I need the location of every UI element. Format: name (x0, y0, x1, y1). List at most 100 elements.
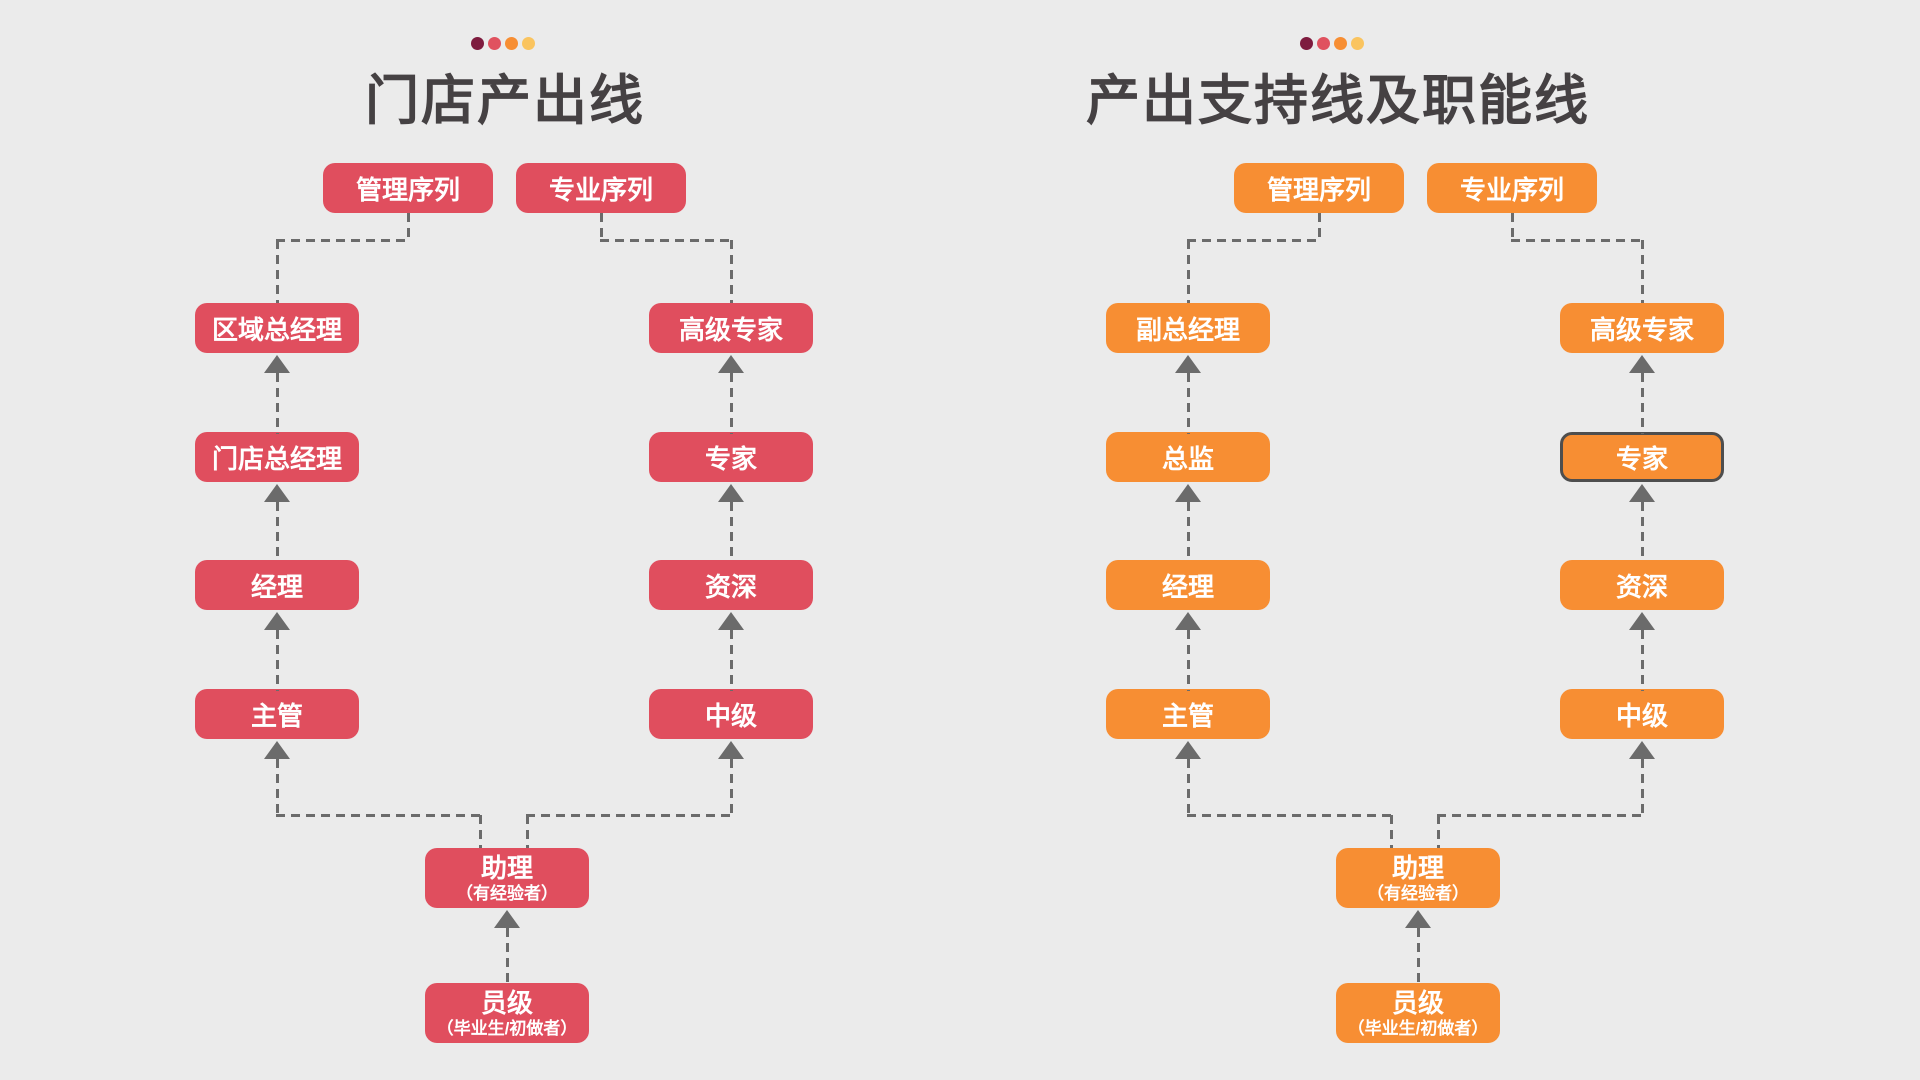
assistant-level-box-left-sublabel: （有经验者） (456, 883, 558, 903)
dashed-connector (1186, 373, 1190, 434)
dashed-connector (1510, 213, 1514, 242)
dashed-connector (1436, 815, 1440, 850)
arrow-up (718, 612, 744, 630)
professional-level-4-box-left: 中级 (649, 689, 813, 739)
management-level-2-box-left: 门店总经理 (195, 432, 359, 482)
dashed-connector (1640, 630, 1644, 691)
dashed-connector (1186, 813, 1393, 817)
assistant-level-box-left-label: 助理 (480, 852, 533, 883)
entry-level-box-right: 员级（毕业生/初做者） (1336, 983, 1500, 1043)
dashed-connector (1640, 373, 1644, 434)
dashed-connector (1640, 759, 1644, 817)
dot-4 (1351, 37, 1364, 50)
assistant-level-box-left: 助理（有经验者） (425, 848, 589, 908)
dot-1 (1300, 37, 1313, 50)
dashed-connector (275, 502, 279, 562)
dashed-connector (599, 213, 603, 242)
dashed-connector (1186, 238, 1321, 242)
dashed-connector (729, 240, 733, 305)
dashed-connector (1186, 759, 1190, 817)
dot-3 (505, 37, 518, 50)
dashed-connector (1186, 630, 1190, 691)
arrow-up (1175, 484, 1201, 502)
arrow-up (1175, 355, 1201, 373)
entry-level-box-left-label: 员级 (480, 987, 533, 1018)
dashed-connector (525, 813, 733, 817)
decor-dots (1300, 37, 1364, 50)
dashed-connector (729, 759, 733, 817)
entry-level-box-left: 员级（毕业生/初做者） (425, 983, 589, 1043)
professional-level-3-box-left: 资深 (649, 560, 813, 610)
header-box-management-sequence-left: 管理序列 (323, 163, 493, 213)
entry-level-box-left-sublabel: （毕业生/初做者） (436, 1018, 578, 1038)
dashed-connector (1640, 502, 1644, 562)
arrow-up (1175, 612, 1201, 630)
dot-2 (488, 37, 501, 50)
header-box-management-sequence-right: 管理序列 (1234, 163, 1404, 213)
management-level-2-box-right: 总监 (1106, 432, 1270, 482)
chart-title-right: 产出支持线及职能线 (1086, 71, 1590, 131)
dashed-connector (525, 815, 529, 850)
professional-level-4-box-right: 中级 (1560, 689, 1724, 739)
dashed-connector (406, 213, 410, 242)
management-level-3-box-right: 经理 (1106, 560, 1270, 610)
dashed-connector (1416, 928, 1420, 985)
management-level-1-box-right: 副总经理 (1106, 303, 1270, 353)
professional-level-1-box-left: 高级专家 (649, 303, 813, 353)
professional-level-2-box-left: 专家 (649, 432, 813, 482)
management-level-3-box-left: 经理 (195, 560, 359, 610)
dashed-connector (1436, 813, 1644, 817)
arrow-up (1629, 355, 1655, 373)
dot-3 (1334, 37, 1347, 50)
dashed-connector (1186, 502, 1190, 562)
assistant-level-box-right-label: 助理 (1391, 852, 1444, 883)
arrow-up (494, 910, 520, 928)
entry-level-box-right-sublabel: （毕业生/初做者） (1347, 1018, 1489, 1038)
dashed-connector (275, 373, 279, 434)
arrow-up (264, 484, 290, 502)
arrow-up (264, 741, 290, 759)
decor-dots (471, 37, 535, 50)
arrow-up (1629, 741, 1655, 759)
management-level-4-box-left: 主管 (195, 689, 359, 739)
dashed-connector (729, 373, 733, 434)
dot-1 (471, 37, 484, 50)
professional-level-1-box-right: 高级专家 (1560, 303, 1724, 353)
assistant-level-box-right: 助理（有经验者） (1336, 848, 1500, 908)
management-level-4-box-right: 主管 (1106, 689, 1270, 739)
dashed-connector (729, 502, 733, 562)
arrow-up (1629, 612, 1655, 630)
dashed-connector (1389, 815, 1393, 850)
arrow-up (718, 355, 744, 373)
professional-level-2-box-right: 专家 (1560, 432, 1724, 482)
dashed-connector (1317, 213, 1321, 242)
header-box-professional-sequence-left: 专业序列 (516, 163, 686, 213)
dashed-connector (275, 238, 410, 242)
dashed-connector (275, 630, 279, 691)
professional-level-3-box-right: 资深 (1560, 560, 1724, 610)
arrow-up (718, 484, 744, 502)
arrow-up (264, 355, 290, 373)
dashed-connector (275, 759, 279, 817)
arrow-up (1175, 741, 1201, 759)
dashed-connector (275, 240, 279, 305)
dashed-connector (729, 630, 733, 691)
chart-title-left: 门店产出线 (365, 71, 645, 131)
arrow-up (1629, 484, 1655, 502)
dashed-connector (1640, 240, 1644, 305)
dashed-connector (1510, 238, 1644, 242)
dot-4 (522, 37, 535, 50)
entry-level-box-right-label: 员级 (1391, 987, 1444, 1018)
management-level-1-box-left: 区域总经理 (195, 303, 359, 353)
dashed-connector (505, 928, 509, 985)
dashed-connector (599, 238, 733, 242)
dot-2 (1317, 37, 1330, 50)
dashed-connector (275, 813, 482, 817)
assistant-level-box-right-sublabel: （有经验者） (1367, 883, 1469, 903)
arrow-up (1405, 910, 1431, 928)
dashed-connector (1186, 240, 1190, 305)
arrow-up (264, 612, 290, 630)
arrow-up (718, 741, 744, 759)
header-box-professional-sequence-right: 专业序列 (1427, 163, 1597, 213)
